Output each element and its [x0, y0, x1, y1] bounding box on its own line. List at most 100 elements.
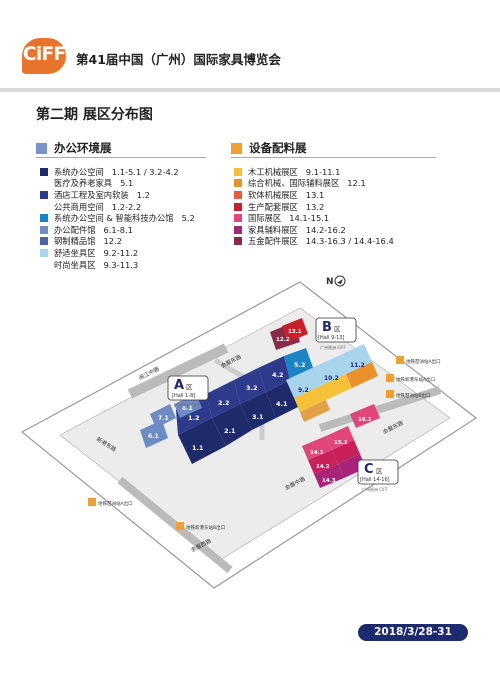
legend-item-name: 国际展区: [248, 213, 282, 224]
zone-a-box: [167, 375, 209, 401]
metro-icon: [396, 356, 404, 364]
legend-swatch-icon: [234, 214, 242, 223]
hall-7-1: [150, 404, 176, 428]
legend-swatch-icon: [234, 179, 242, 188]
road-south: [117, 476, 233, 574]
hall-16-1: [350, 404, 380, 428]
legend-item-range: 13.2: [305, 201, 325, 212]
hall-4-2-label: 4.2: [272, 371, 284, 379]
zone-c-note: 广州琶洲 CIFF: [362, 486, 389, 492]
hall-3-2-label: 3.2: [246, 384, 258, 392]
hall-15-3: [338, 454, 366, 478]
legend-swatch-icon: [234, 225, 242, 234]
legend-item-name: 综合机械、国际辅料展区: [248, 178, 340, 189]
road-yuejiang: [127, 343, 229, 399]
zone-a-hall: [Hall 1-8]: [172, 393, 195, 399]
office-legend-item: 时尚坐具区 9.3-11.3: [40, 259, 195, 271]
hall-4-2: [258, 356, 290, 392]
hall-9-2: [286, 368, 320, 398]
hall-2-2: [206, 380, 240, 418]
office-heading: 办公环境展: [36, 140, 112, 156]
legend-item-range: 9.2-11.2: [103, 247, 139, 258]
office-heading-label: 办公环境展: [54, 141, 112, 155]
header: CiFF 第41届中国（广州）国际家具博览会: [22, 38, 281, 78]
legend-item-range: 9.3-11.3: [103, 259, 139, 270]
legend-item-range: 9.1-11.1: [305, 166, 341, 177]
hall-6-1-label: 6.1: [148, 433, 159, 440]
hall-10-1: [320, 374, 352, 400]
zone-b-badge: B 区 [Hall 9-13] 广州琶洲 CIFF: [315, 317, 357, 350]
office-heading-rule: [36, 157, 206, 158]
zone-b-hall: [Hall 9-13]: [318, 335, 344, 341]
legend-item-range: 6.1-8.1: [103, 224, 133, 235]
hall-6-1: [140, 420, 168, 448]
metro-label-1: 地铁琶洲站A出口: [406, 358, 441, 365]
zone-b-note: 广州琶洲 CIFF: [320, 344, 347, 350]
zone-a-suffix: 区: [186, 383, 193, 391]
hall-9-3: [300, 400, 330, 422]
legend-item-range: 1.1-5.1 / 3.2-4.2: [111, 166, 179, 177]
legend-item-name: 舒适坐具区: [54, 247, 96, 258]
legend-swatch-icon: [40, 225, 48, 234]
zone-b-suffix: 区: [334, 325, 341, 333]
hall-1-1: [178, 418, 226, 464]
legend-item-name: 五金配件展区: [248, 236, 298, 247]
legend-item-range: 1.2-2.2: [111, 201, 142, 212]
zone-a-badge: A 区 [Hall 1-8] 广州琶洲 CIFF: [167, 375, 209, 408]
legend-item-name: 办公配件馆: [54, 224, 96, 235]
legend-item-name: 酒店工程及室内软装: [54, 189, 129, 200]
zone-c-suffix: 区: [376, 467, 383, 475]
zone-a-letter: A: [174, 378, 184, 393]
legend-item-range: 1.2: [136, 189, 150, 200]
legend-swatch-icon: [234, 190, 242, 199]
hall-15-1: [326, 426, 354, 450]
legend-swatch-icon: [40, 179, 48, 187]
hall-4-1-label: 4.1: [276, 400, 288, 408]
floor-map: N 1.1 2.1 3.1 4.1 1.2 2.2 3.2 4.2 5.2 6.…: [20, 275, 478, 589]
office-legend-item: 酒店工程及室内软装 1.2: [40, 189, 195, 201]
hall-2-1-label: 2.1: [224, 427, 236, 435]
legend-item-range: 5.2: [181, 213, 195, 224]
legend-swatch-icon: [40, 261, 48, 269]
legend-item-name: 系统办公空间: [54, 166, 104, 177]
legend-swatch-icon: [234, 237, 242, 246]
hall-3-1: [240, 392, 276, 430]
metro-label-5: 地铁新港东站B出口: [186, 524, 225, 531]
legend-item-name: 木工机械展区: [248, 166, 298, 177]
zone-b-halls: 9.2 10.2 11.2 12.2 13.1: [270, 318, 378, 422]
hall-15-2: [332, 440, 360, 464]
hall-10-2: [312, 356, 346, 386]
legend-swatch-icon: [40, 248, 48, 257]
legend-item-range: 14.3-16.3 / 14.4-16.4: [305, 236, 394, 247]
legend-item-range: 14.2-16.2: [305, 224, 346, 235]
office-square-icon: [36, 142, 47, 154]
date-badge: 2018/3/28-31: [358, 624, 468, 641]
zone-c-halls: 14.1 15.1 16.1 14.2 14.3: [302, 404, 380, 488]
legend-item-range: 13.1: [305, 189, 325, 200]
metro-icon: [386, 390, 394, 398]
metro-icon: [386, 374, 394, 382]
hall-14-3-label: 14.3: [322, 478, 336, 484]
zone-b-box: [315, 317, 357, 343]
legend-swatch-icon: [40, 167, 48, 176]
hall-12-2-label: 12.2: [276, 337, 290, 343]
legend-item-name: 时尚坐具区: [54, 259, 96, 270]
hall-7-1-label: 7.1: [158, 415, 169, 422]
legend-swatch-icon: [40, 190, 48, 199]
section-title: 第二期 展区分布图: [36, 107, 153, 123]
hall-11-2: [338, 344, 372, 374]
hall-15-1-label: 15.1: [334, 440, 348, 446]
legend-item-name: 钢制精品馆: [54, 236, 96, 247]
legend-swatch-icon: [40, 237, 48, 246]
hall-8-1-label: 8.1: [182, 405, 193, 412]
metro-markers: 地铁琶洲站A出口 地铁新港东站A出口 地铁琶洲站B出口 地铁琶洲站A出口 地铁新…: [88, 356, 441, 531]
legend-item-range: 12.1: [347, 178, 366, 189]
zone-c-letter: C: [364, 462, 374, 477]
zone-b-letter: B: [322, 320, 332, 335]
